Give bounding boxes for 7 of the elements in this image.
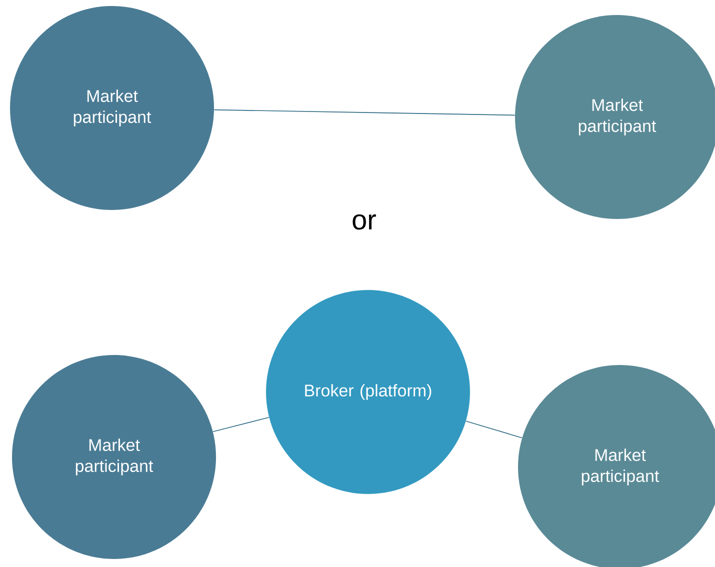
connector-line: [466, 420, 522, 438]
connector-line: [212, 416, 270, 432]
or-label: or: [352, 214, 376, 230]
circle-node: Market participant: [12, 355, 216, 559]
connector-line: [214, 109, 516, 116]
circle-node: Market participant: [10, 6, 214, 210]
circle-node: Broker (platform): [266, 290, 470, 494]
